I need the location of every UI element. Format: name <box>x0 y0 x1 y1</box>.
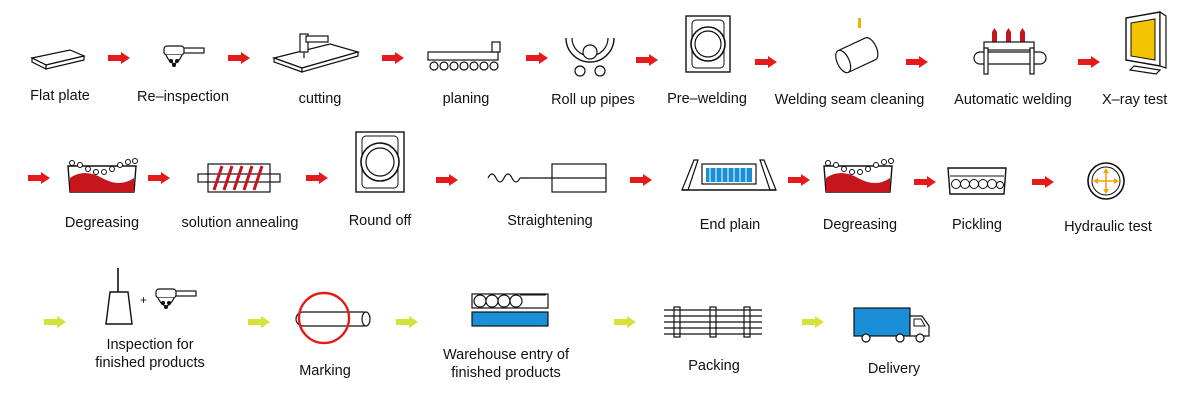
hydraulic-gauge-icon <box>1087 162 1125 200</box>
svg-text:+: + <box>140 293 147 307</box>
step-label-cutting: cutting <box>298 91 342 107</box>
flow-arrow <box>802 316 824 328</box>
delivery-truck-icon <box>853 307 930 343</box>
round-off-die-icon <box>355 131 405 193</box>
step-label-solution-annealing: solution annealing <box>181 215 299 231</box>
step-label-welding-seam-cleaning: Welding seam cleaning <box>774 92 925 108</box>
flow-arrow <box>148 172 170 184</box>
flow-arrow <box>44 316 66 328</box>
step-label-roll-up-pipes: Roll up pipes <box>551 92 635 108</box>
step-label-x-ray-test: X–ray test <box>1102 92 1168 108</box>
flow-arrow <box>28 172 50 184</box>
step-label-re-inspection: Re–inspection <box>137 89 229 105</box>
step-label-degreasing: Degreasing <box>64 215 140 231</box>
annealing-coil-icon <box>197 163 281 193</box>
end-plain-machine-icon <box>681 159 777 191</box>
step-label-warehouse-entry: Warehouse entry of finished products <box>443 347 569 381</box>
step-label-pre-welding: Pre–welding <box>667 91 747 107</box>
step-label-packing: Packing <box>688 358 740 374</box>
step-label-inspection-for-finished-products: Inspection for finished products <box>95 337 205 371</box>
flow-arrow <box>396 316 418 328</box>
roll-forming-icon <box>565 37 615 77</box>
flow-arrow <box>436 174 458 186</box>
flow-arrow <box>248 316 270 328</box>
degreasing-tank-icon <box>823 158 894 193</box>
flow-arrow <box>614 316 636 328</box>
step-label-delivery: Delivery <box>867 361 921 377</box>
step-label-automatic-welding: Automatic welding <box>954 92 1072 108</box>
pre-welding-icon <box>685 15 731 73</box>
flow-arrow <box>108 52 130 64</box>
inspection-probe-icon <box>163 45 205 67</box>
flow-arrow <box>228 52 250 64</box>
straightening-icon <box>487 163 607 193</box>
automatic-welding-icon <box>973 28 1047 75</box>
flow-arrow <box>1032 176 1054 188</box>
step-label-end-plain: End plain <box>699 217 761 233</box>
pickling-tank-icon <box>947 167 1007 195</box>
flat-plate-icon <box>30 49 86 70</box>
step-label-marking: Marking <box>299 363 351 379</box>
xray-monitor-icon <box>1125 10 1167 75</box>
marking-icon <box>295 291 371 345</box>
flow-arrow <box>914 176 936 188</box>
flow-arrow <box>755 56 777 68</box>
flow-arrow <box>306 172 328 184</box>
step-label-hydraulic-test: Hydraulic test <box>1064 219 1152 235</box>
warehouse-icon <box>471 293 549 327</box>
degreasing-tank-icon <box>67 158 138 193</box>
step-label-flat-plate: Flat plate <box>30 88 90 104</box>
flow-arrow <box>906 56 928 68</box>
final-inspection-icon: + <box>105 268 197 325</box>
step-label-pickling: Pickling <box>952 217 1002 233</box>
cutting-machine-icon <box>271 33 361 73</box>
flow-arrow <box>788 174 810 186</box>
step-label-round-off: Round off <box>348 213 412 229</box>
step-label-degreasing: Degreasing <box>822 217 898 233</box>
step-label-planing: planing <box>442 91 490 107</box>
flow-arrow <box>382 52 404 64</box>
seam-cleaning-icon <box>835 18 879 74</box>
flow-arrow <box>1078 56 1100 68</box>
flow-arrow <box>636 54 658 66</box>
flow-arrow <box>630 174 652 186</box>
planing-machine-icon <box>427 41 501 71</box>
step-label-straightening: Straightening <box>507 213 593 229</box>
flow-arrow <box>526 52 548 64</box>
packing-bundle-icon <box>664 306 762 338</box>
